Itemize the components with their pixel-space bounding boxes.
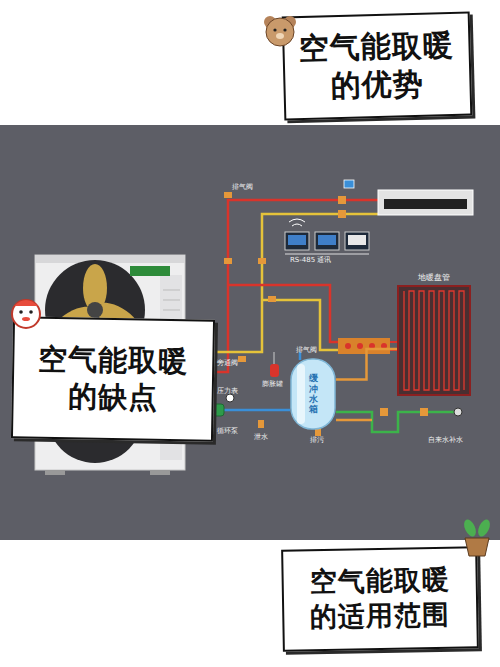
buffer-tank: 缓冲水箱 [290,358,336,430]
card-title: 空气能取暖 的优势 [284,25,470,107]
panel-background [0,125,500,540]
pipes [336,419,372,422]
bear-sticker [283,28,286,31]
manifold [338,338,398,354]
controllers [315,232,339,250]
controllers [289,219,305,226]
expansion-tank [274,352,275,364]
part-label: 排气阀 [232,184,253,191]
title-card: 空气能取暖 的优势 [282,12,473,121]
bear-sticker [264,16,276,28]
heat-pump-unit [163,300,180,301]
bear-sticker [284,16,296,28]
part-label: 自来水补水 [428,437,463,444]
valves [380,408,388,416]
plant-sticker [465,538,489,556]
valves [224,192,232,198]
controllers [348,235,366,245]
thermostat [344,180,354,188]
card-title: 空气能取暖 的适用范围 [283,563,476,635]
water-tap [454,408,462,416]
pipe-connector [336,349,397,380]
controllers [285,219,369,254]
fan-coil [378,190,473,215]
expansion-tank [270,364,279,377]
coil-outline [397,285,471,396]
part-label: 排气阀 [296,347,317,354]
water-tap [454,408,462,416]
fan-coil [384,199,467,209]
heat-pump-unit [130,266,170,276]
manifold [357,343,363,349]
controllers [285,232,309,250]
valves [338,210,346,218]
face-sticker [12,300,40,328]
face-sticker [12,300,40,328]
controllers [318,235,336,245]
controllers [285,254,369,255]
floor-heating-coil: 地暖盘管 [397,272,471,396]
thermostat [344,180,354,188]
part-label: 压力表 [217,388,238,395]
valves [224,258,232,264]
pressure-gauge [226,394,234,402]
component-label: 缓冲水箱 [290,358,336,430]
coil-pipe [404,291,464,390]
bear-sticker [264,16,296,46]
part-label: 旁通阀 [217,360,238,367]
heat-pump-unit [163,310,180,311]
bear-sticker [276,33,284,39]
valves [258,420,264,428]
part-label: RS-485 通讯 [290,257,331,264]
tank-body [291,359,335,429]
heat-pump-unit [150,470,170,475]
bear-sticker [266,18,294,46]
part-label: 膨胀罐 [262,381,283,388]
plant-sticker [462,518,479,539]
controllers [345,232,369,250]
pressure-gauge [226,394,234,402]
bear-sticker [273,28,276,31]
face-sticker [22,317,30,321]
heat-pump-unit [45,470,65,475]
title-card: 空气能取暖 的缺点 [11,316,215,442]
controllers [288,235,306,245]
valves [338,196,346,204]
title-card: 空气能取暖 的适用范围 [281,546,479,651]
plant-sticker [462,518,493,556]
pipes [336,412,462,432]
coil-frame [398,286,470,395]
pipes [262,300,340,350]
valves [420,408,428,416]
part-label: 循环泵 [217,428,238,435]
pipes [228,285,340,342]
component-label: 地暖盘管 [397,272,471,283]
face-sticker [14,300,38,306]
panel-background [0,125,500,540]
part-label: 排污 [310,437,324,444]
expansion-tank [270,352,279,377]
valves [258,258,266,264]
plant-sticker [476,518,493,539]
part-label: 泄水 [254,434,268,441]
manifold [338,338,390,354]
face-sticker [29,310,33,314]
manifold [345,343,351,349]
tank-highlight [297,364,305,424]
valves [268,296,276,302]
card-title: 空气能取暖 的缺点 [13,340,212,418]
face-sticker [19,310,23,314]
heat-pump-unit [35,255,185,263]
heat-pump-unit [163,290,180,291]
heat-pump-unit [87,302,103,318]
fan-coil [378,190,473,215]
valves [238,356,246,362]
